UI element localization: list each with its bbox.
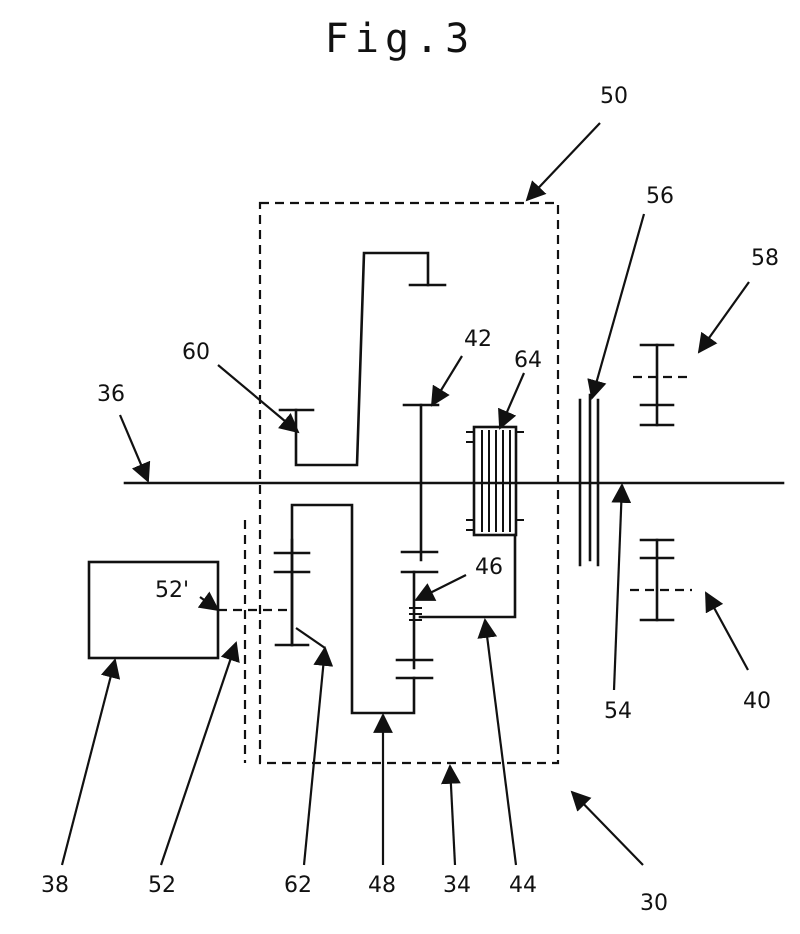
label-34: 34 <box>443 873 471 898</box>
arrow-52 <box>159 641 240 866</box>
motor-38-box <box>87 560 220 660</box>
arrow-40 <box>705 591 749 671</box>
arrow-56 <box>587 213 646 400</box>
arrow-42 <box>430 355 463 407</box>
arrow-38 <box>60 658 121 866</box>
label-40: 40 <box>743 689 771 714</box>
clutch-64-ticks <box>466 431 524 531</box>
label-36: 36 <box>97 382 125 407</box>
label-46: 46 <box>475 555 503 580</box>
label-58: 58 <box>751 246 779 271</box>
arrow-44 <box>477 618 518 866</box>
label-54: 54 <box>604 699 632 724</box>
label-30: 30 <box>640 891 668 916</box>
label-60: 60 <box>182 340 210 365</box>
arrow-64 <box>498 372 526 430</box>
arrow-62-hook <box>295 627 326 649</box>
clutch-64-box <box>472 425 518 537</box>
label-50: 50 <box>600 84 628 109</box>
arrow-36 <box>118 414 151 483</box>
label-48: 48 <box>368 873 396 898</box>
label-56: 56 <box>646 184 674 209</box>
arrow-60 <box>217 364 300 434</box>
lower-carrier-outline <box>290 503 416 715</box>
arrow-52-prime <box>197 591 220 612</box>
label-52: 52 <box>148 873 176 898</box>
label-52-prime: 52' <box>155 578 189 603</box>
arrow-54 <box>611 483 632 691</box>
arrow-62 <box>302 646 334 866</box>
label-38: 38 <box>41 873 69 898</box>
arrow-50 <box>525 122 601 202</box>
label-62: 62 <box>284 873 312 898</box>
label-64: 64 <box>514 348 542 373</box>
label-42: 42 <box>464 327 492 352</box>
label-44: 44 <box>509 873 537 898</box>
sun-44-link <box>418 533 517 619</box>
figure-title: Fig.3 <box>324 16 476 62</box>
clutch-64-plates <box>481 430 511 532</box>
arrow-34 <box>441 764 461 866</box>
arrow-46 <box>414 574 467 601</box>
arrow-30 <box>570 790 644 866</box>
upper-carrier-outline <box>294 251 430 467</box>
arrow-58 <box>697 281 750 354</box>
